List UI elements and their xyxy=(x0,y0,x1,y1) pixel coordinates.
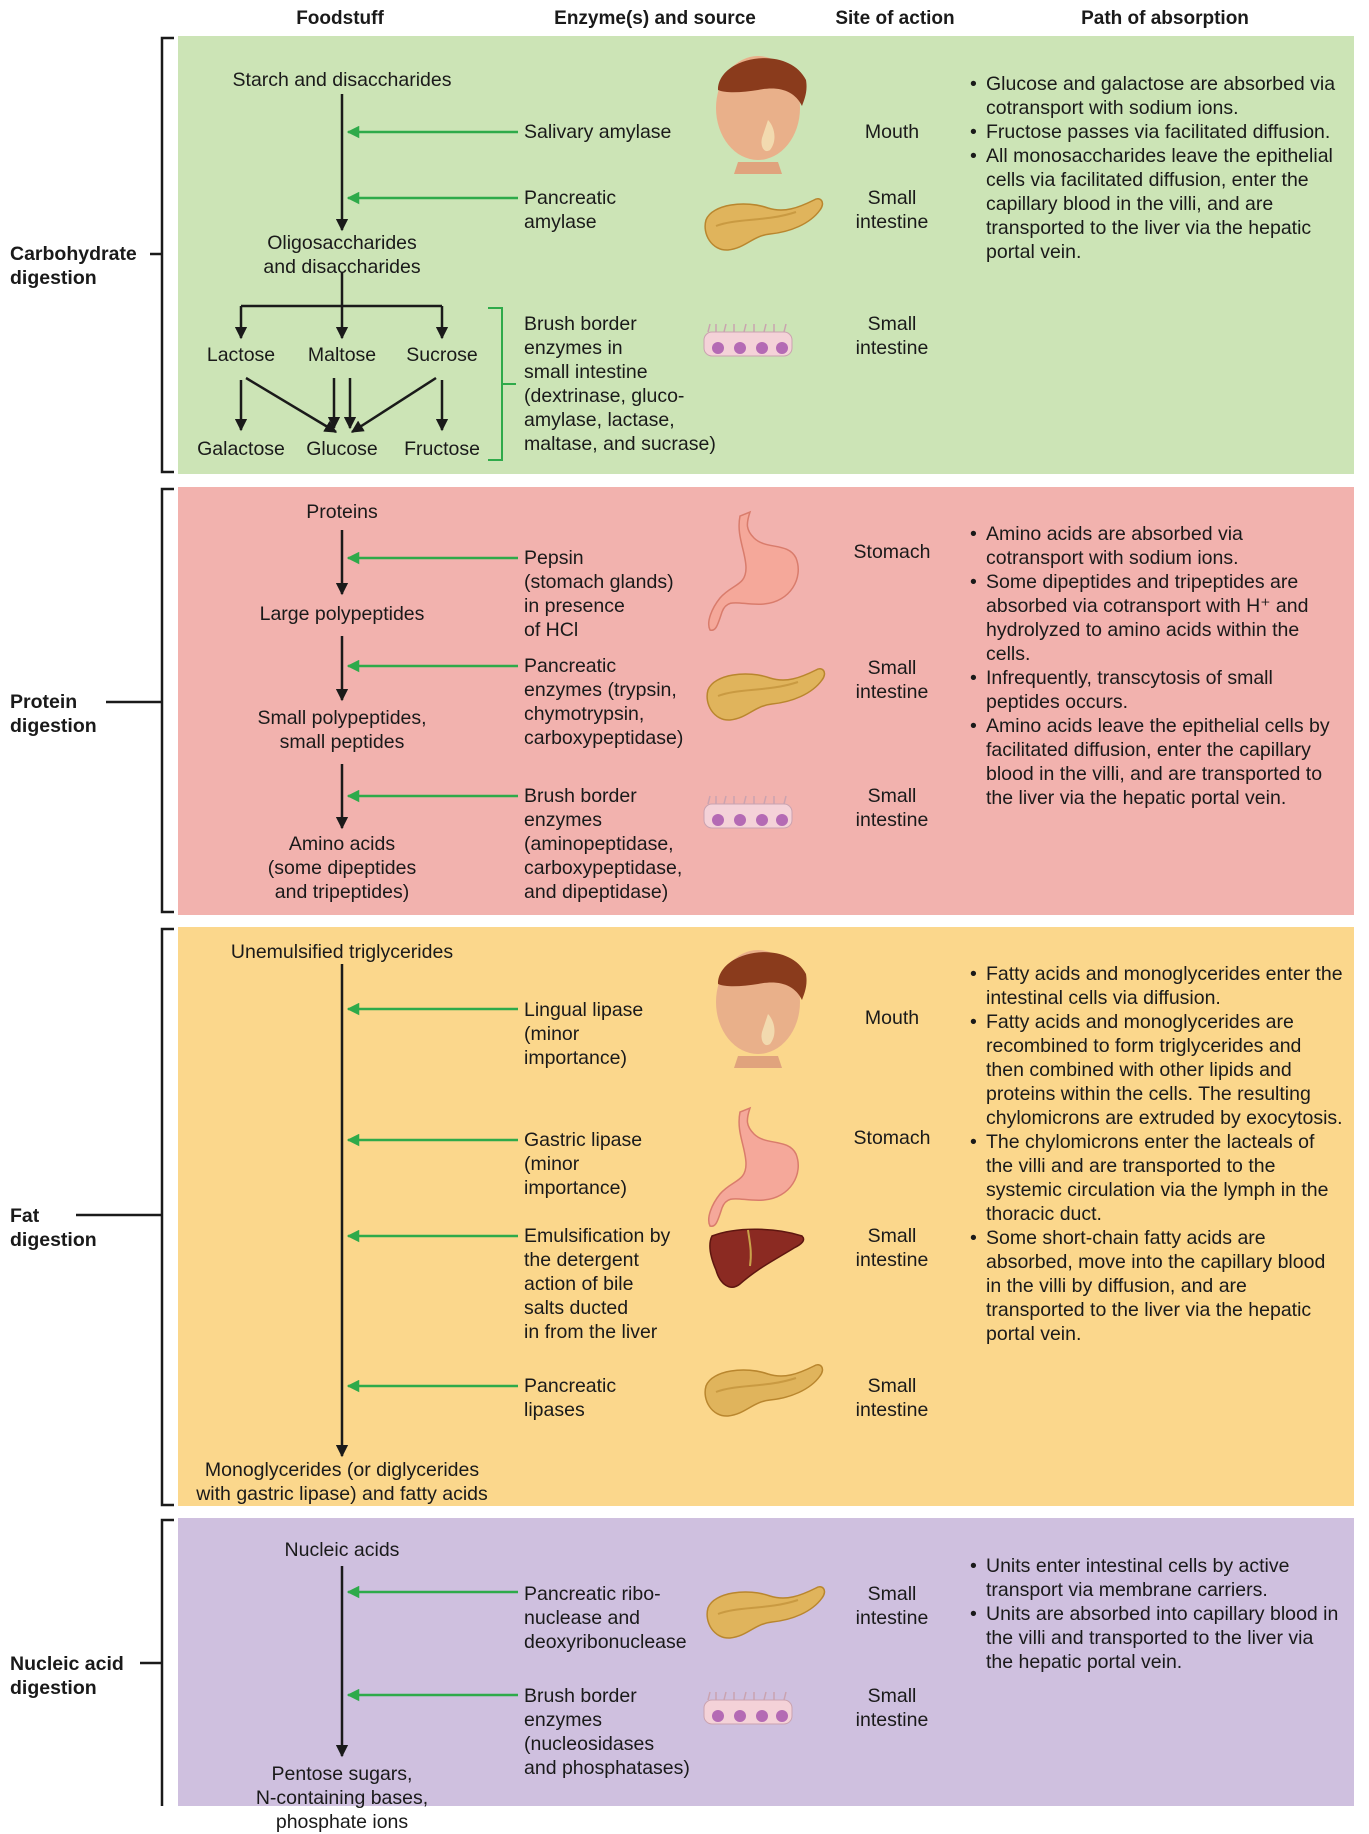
brush-border-cells-icon xyxy=(703,323,793,357)
enzyme-pepsin: Pepsin (stomach glands) in presence of H… xyxy=(524,547,674,641)
pancreas-icon xyxy=(704,1363,824,1418)
food-lactose: Lactose xyxy=(206,344,276,366)
absorption-item: Fructose passes via facilitated diffusio… xyxy=(968,120,1343,144)
header-enzymes: Enzyme(s) and source xyxy=(554,8,756,29)
food-pentose-sugars: Pentose sugars, N-containing bases, phos… xyxy=(255,1763,429,1833)
fat-label: Fat digestion xyxy=(10,1205,97,1251)
food-unemulsified-triglycerides: Unemulsified triglycerides xyxy=(230,941,454,963)
site-small-intestine: Small intestine xyxy=(855,1583,929,1629)
enzyme-pancreatic-lipases: Pancreatic lipases xyxy=(524,1375,617,1421)
site-small-intestine: Small intestine xyxy=(855,1225,929,1271)
site-small-intestine: Small intestine xyxy=(855,785,929,831)
enzyme-pancreatic-ribonuclease: Pancreatic ribo- nuclease and deoxyribon… xyxy=(524,1583,687,1653)
header-foodstuff: Foodstuff xyxy=(296,8,384,29)
enzyme-brush-border: Brush border enzymes in small intestine … xyxy=(524,313,716,455)
absorption-item: Glucose and galactose are absorbed via c… xyxy=(968,72,1343,120)
header-site: Site of action xyxy=(835,8,955,29)
brush-border-cells-icon xyxy=(703,795,793,829)
absorption-item: Amino acids leave the epithelial cells b… xyxy=(968,714,1343,810)
site-small-intestine: Small intestine xyxy=(855,313,929,359)
protein-label: Protein digestion xyxy=(10,691,97,737)
site-mouth: Mouth xyxy=(864,1007,920,1029)
enzyme-lingual-lipase: Lingual lipase (minor importance) xyxy=(524,999,644,1069)
protein-absorption-list: Amino acids are absorbed via cotransport… xyxy=(968,522,1343,810)
site-small-intestine: Small intestine xyxy=(855,657,929,703)
food-monoglycerides: Monoglycerides (or diglycerides with gas… xyxy=(196,1459,488,1505)
enzyme-bile-emulsification: Emulsification by the detergent action o… xyxy=(524,1225,671,1343)
enzyme-brush-border: Brush border enzymes (aminopeptidase, ca… xyxy=(524,785,683,903)
absorption-item: Amino acids are absorbed via cotransport… xyxy=(968,522,1343,570)
fat-absorption-list: Fatty acids and monoglycerides enter the… xyxy=(968,962,1343,1346)
absorption-item: Units enter intestinal cells by active t… xyxy=(968,1554,1343,1602)
site-mouth: Mouth xyxy=(864,121,920,143)
head-icon xyxy=(716,56,807,174)
absorption-item: Fatty acids and monoglycerides are recom… xyxy=(968,1010,1343,1130)
site-small-intestine: Small intestine xyxy=(855,1375,929,1421)
pancreas-icon xyxy=(704,197,824,252)
absorption-item: Infrequently, transcytosis of small pept… xyxy=(968,666,1343,714)
enzyme-pancreatic-enzymes: Pancreatic enzymes (trypsin, chymotrypsi… xyxy=(524,655,684,749)
brush-border-cells-icon xyxy=(703,1691,793,1725)
carbohydrate-absorption-list: Glucose and galactose are absorbed via c… xyxy=(968,72,1343,264)
enzyme-brush-border: Brush border enzymes (nucleosidases and … xyxy=(524,1685,690,1779)
site-small-intestine: Small intestine xyxy=(855,187,929,233)
food-maltose: Maltose xyxy=(307,344,377,366)
enzyme-pancreatic-amylase: Pancreatic amylase xyxy=(524,187,617,233)
food-sucrose: Sucrose xyxy=(406,344,478,366)
food-starch: Starch and disaccharides xyxy=(232,69,452,91)
enzyme-salivary-amylase: Salivary amylase xyxy=(524,121,672,143)
food-large-polypeptides: Large polypeptides xyxy=(259,603,425,625)
food-glucose: Glucose xyxy=(306,438,378,460)
stomach-icon xyxy=(707,1107,799,1228)
nucleic-acid-label: Nucleic acid digestion xyxy=(10,1653,124,1699)
enzyme-gastric-lipase: Gastric lipase (minor importance) xyxy=(524,1129,643,1199)
absorption-item: Units are absorbed into capillary blood … xyxy=(968,1602,1343,1674)
absorption-item: Some dipeptides and tripeptides are abso… xyxy=(968,570,1343,666)
absorption-item: All monosaccharides leave the epithelial… xyxy=(968,144,1343,264)
site-stomach: Stomach xyxy=(853,1127,931,1149)
food-proteins: Proteins xyxy=(306,501,378,523)
food-fructose: Fructose xyxy=(404,438,480,460)
food-oligosaccharides: Oligosaccharides and disaccharides xyxy=(263,232,421,278)
food-small-polypeptides: Small polypeptides, small peptides xyxy=(257,707,427,753)
pancreas-icon xyxy=(706,667,826,722)
carbohydrate-label: Carbohydrate digestion xyxy=(10,243,137,289)
site-stomach: Stomach xyxy=(853,541,931,563)
head-icon xyxy=(716,950,807,1068)
food-galactose: Galactose xyxy=(197,438,285,460)
pancreas-icon xyxy=(706,1585,826,1640)
nucleic-absorption-list: Units enter intestinal cells by active t… xyxy=(968,1554,1343,1674)
stomach-icon xyxy=(707,511,799,632)
absorption-item: Fatty acids and monoglycerides enter the… xyxy=(968,962,1343,1010)
header-absorption: Path of absorption xyxy=(1081,8,1249,29)
absorption-item: The chylomicrons enter the lacteals of t… xyxy=(968,1130,1343,1226)
liver-icon xyxy=(708,1228,805,1289)
absorption-item: Some short-chain fatty acids are absorbe… xyxy=(968,1226,1343,1346)
site-small-intestine: Small intestine xyxy=(855,1685,929,1731)
food-nucleic-acids: Nucleic acids xyxy=(284,1539,400,1561)
food-amino-acids: Amino acids (some dipeptides and tripept… xyxy=(267,833,417,903)
